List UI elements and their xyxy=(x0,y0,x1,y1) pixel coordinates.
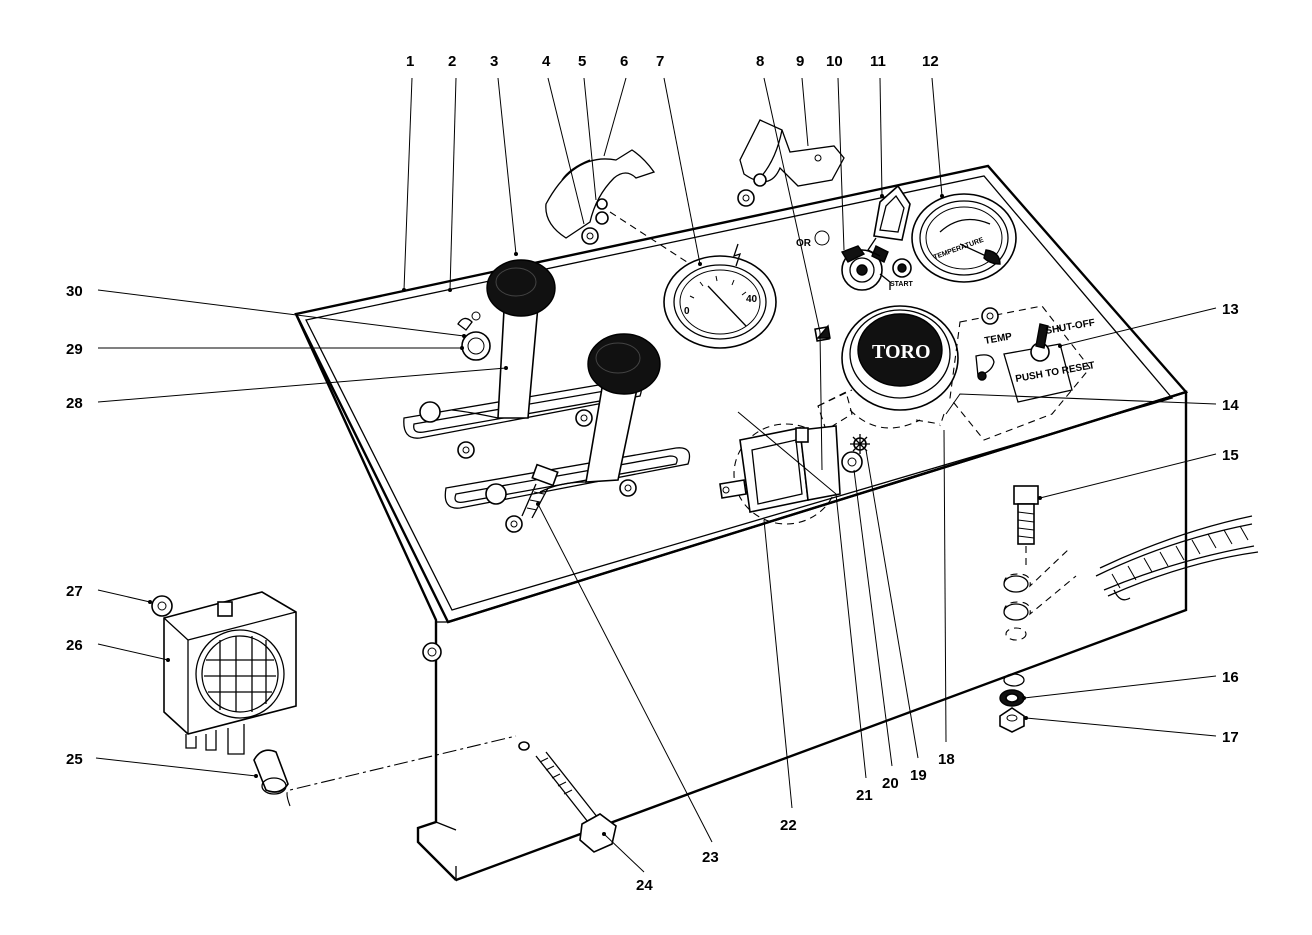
ammeter-gauge: 0 40 xyxy=(663,243,777,349)
callout-22: 22 xyxy=(780,817,797,834)
callout-3: 3 xyxy=(490,53,498,70)
callout-4: 4 xyxy=(542,53,551,70)
control-lever-front xyxy=(539,333,661,493)
callout-12: 12 xyxy=(922,53,939,70)
shutoff-label: SHUT-OFF xyxy=(1045,317,1096,337)
callout-5: 5 xyxy=(578,53,586,70)
callout-24: 24 xyxy=(636,877,653,894)
callout-26: 26 xyxy=(66,637,83,654)
callout-numbers: 1 2 3 4 5 6 7 8 9 10 11 12 13 14 15 16 1… xyxy=(66,53,1239,894)
callout-18: 18 xyxy=(938,751,955,768)
callout-9: 9 xyxy=(796,53,804,70)
temperature-gauge: TEMPERATURE xyxy=(911,193,1017,283)
callout-27: 27 xyxy=(66,583,83,600)
ignition-or-label: OR xyxy=(796,238,812,249)
callout-29: 29 xyxy=(66,341,83,358)
hour-meter: TORO xyxy=(841,305,959,411)
leader-lines xyxy=(95,77,1217,873)
temperature-shutoff-switch: TEMP SHUT-OFF PUSH TO RESET xyxy=(949,305,1096,441)
ignition-key xyxy=(867,184,911,257)
callout-19: 19 xyxy=(910,767,927,784)
ammeter-scale-high: 40 xyxy=(746,294,758,305)
callout-10: 10 xyxy=(826,53,843,70)
control-lever-rear xyxy=(451,259,556,419)
buzzer-mount-bolt xyxy=(518,741,617,853)
callout-11: 11 xyxy=(870,53,886,70)
callout-6: 6 xyxy=(620,53,628,70)
callout-13: 13 xyxy=(1222,301,1239,318)
push-to-reset-label: PUSH TO RESET xyxy=(1015,360,1096,385)
ammeter-scale-low: 0 xyxy=(684,306,690,317)
lever-pivot-bolt xyxy=(521,463,559,519)
leader-dots xyxy=(148,194,1062,836)
callout-25: 25 xyxy=(66,751,83,768)
ignition-start-label: START xyxy=(890,281,914,288)
ground-bolt xyxy=(1013,485,1039,545)
callout-21: 21 xyxy=(856,787,873,804)
callout-8: 8 xyxy=(756,53,764,70)
toro-logo: TORO xyxy=(872,341,931,363)
callout-14: 14 xyxy=(1222,397,1239,414)
callout-30: 30 xyxy=(66,283,83,300)
ring-terminals xyxy=(1003,546,1077,641)
callout-1: 1 xyxy=(406,53,414,70)
throttle-slot-lower xyxy=(444,447,691,509)
control-panel-housing xyxy=(294,164,1189,882)
star-lockwasher xyxy=(850,434,870,454)
temp-label: TEMP xyxy=(984,331,1014,347)
hour-meter-clamp xyxy=(817,391,945,431)
callout-17: 17 xyxy=(1222,729,1239,746)
callout-16: 16 xyxy=(1222,669,1239,686)
alarm-buzzer xyxy=(151,591,297,755)
ammeter-mounting-bracket xyxy=(545,149,656,245)
starter-relay xyxy=(719,423,841,525)
callout-7: 7 xyxy=(656,53,664,70)
panel-screws xyxy=(457,409,637,533)
ignition-switch-bracket xyxy=(737,119,845,207)
wire-harness xyxy=(1095,515,1259,601)
relay-mount-nut xyxy=(841,451,863,473)
callout-28: 28 xyxy=(66,395,83,412)
buzzer-spacer xyxy=(253,749,289,795)
callout-23: 23 xyxy=(702,849,719,866)
callout-20: 20 xyxy=(882,775,899,792)
callout-2: 2 xyxy=(448,53,456,70)
lockwasher-and-nut xyxy=(999,673,1025,733)
callout-15: 15 xyxy=(1222,447,1239,464)
